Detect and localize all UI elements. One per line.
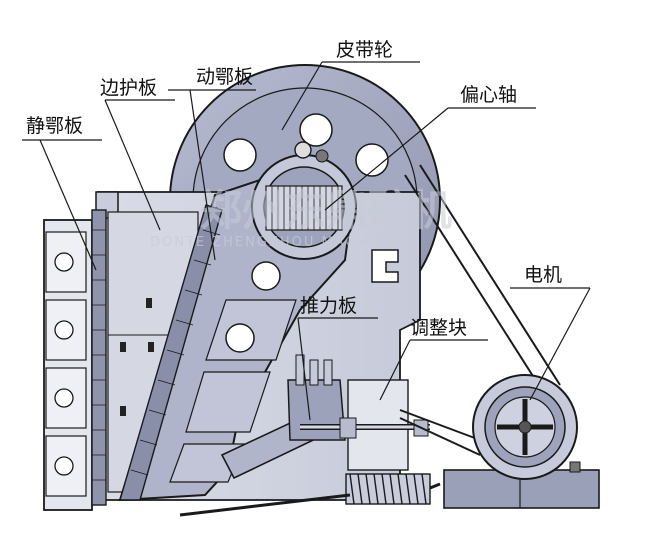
- label-eccentric-shaft: 偏心轴: [460, 84, 517, 106]
- flywheel-hole: [223, 138, 257, 172]
- watermark: 郑州东鼎矿机 DONTE ZHENGZHOU MACHINERY: [150, 186, 452, 250]
- label-adjusting-block: 调整块: [410, 317, 467, 339]
- label-fixed-jaw-plate: 静鄂板: [26, 115, 83, 137]
- label-movable-jaw-plate: 动鄂板: [196, 66, 253, 88]
- jaw-hole: [251, 261, 281, 291]
- port-circle: [54, 388, 74, 408]
- fixed-jaw-housing: [43, 219, 93, 511]
- spring: [179, 473, 441, 517]
- jaw-hole: [225, 323, 255, 353]
- label-motor: 电机: [524, 264, 562, 286]
- eccentric-shaft-bearing: [251, 141, 357, 260]
- label-pulley: 皮带轮: [336, 39, 393, 61]
- flywheel-hole: [355, 143, 389, 177]
- watermark-en: DONTE ZHENGZHOU MACHINERY: [150, 235, 416, 250]
- port-circle: [54, 456, 74, 476]
- movable-jaw: [118, 178, 352, 502]
- flywheel-hole: [299, 113, 333, 147]
- label-toggle-plate: 推力板: [300, 295, 357, 317]
- drive-belt: [399, 164, 561, 456]
- port-circle: [54, 320, 74, 340]
- leader-lines: [22, 61, 591, 421]
- watermark-cn: 郑州东鼎矿机: [200, 186, 452, 235]
- fixed-jaw-plate: [91, 209, 107, 506]
- label-side-guard-plate: 边护板: [100, 77, 157, 99]
- port-circle: [54, 252, 74, 272]
- motor: [443, 374, 600, 509]
